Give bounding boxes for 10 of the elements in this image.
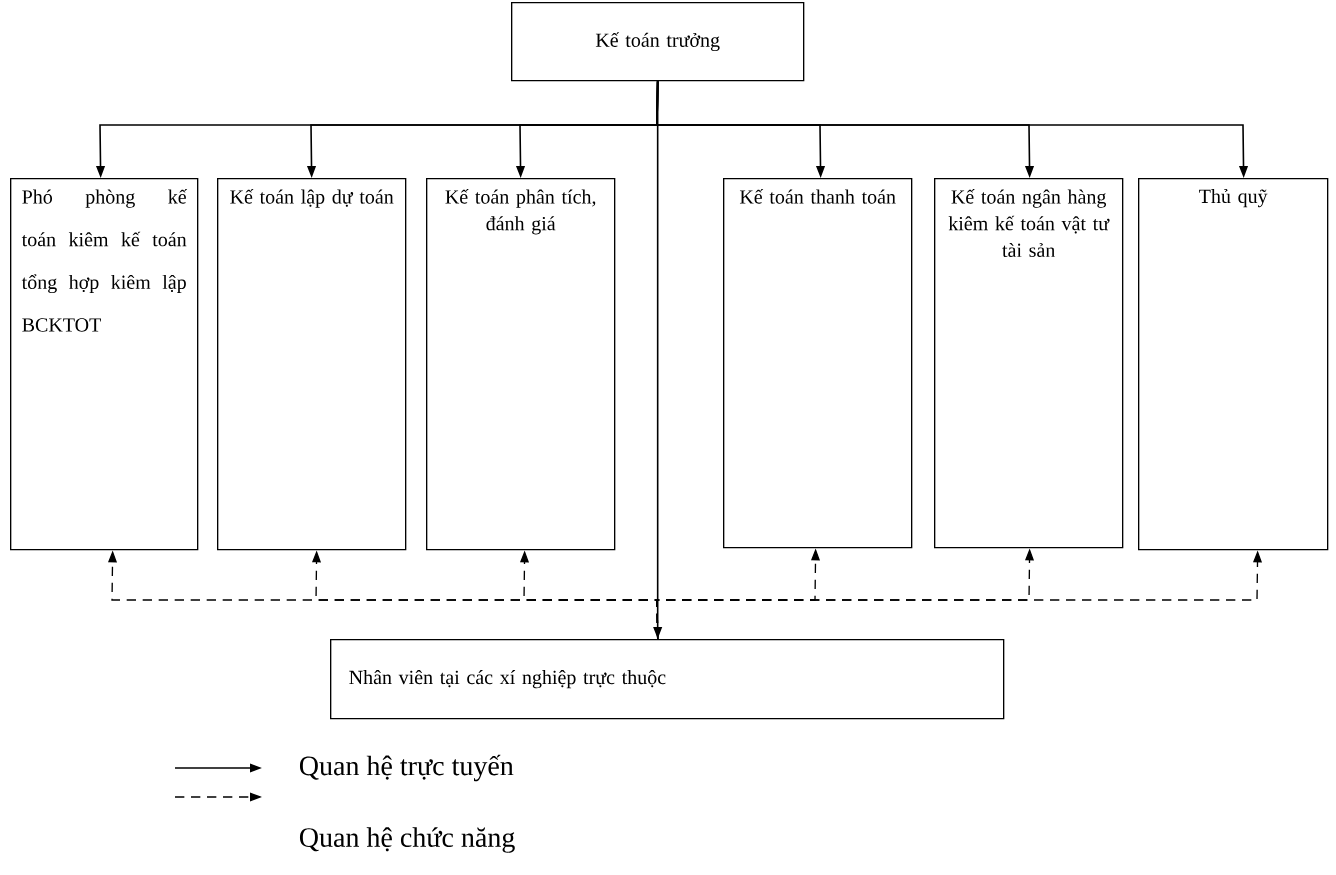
position-box: Kế toán phân tích, đánh giá bbox=[426, 178, 616, 551]
position-box: Phó phòng kế toán kiêm kế toán tổng hợp kiêm lập BCKTOT bbox=[10, 178, 199, 551]
position-box: Thủ quỹ bbox=[1138, 178, 1329, 551]
position-box: Kế toán lập dự toán bbox=[217, 178, 407, 551]
legend-label: Quan hệ chức năng bbox=[299, 827, 515, 853]
manager-box: Kế toán trưởng bbox=[511, 2, 805, 82]
legend-label: Quan hệ trực tuyến bbox=[299, 754, 514, 782]
position-box: Kế toán thanh toán bbox=[723, 178, 913, 549]
staff-box: Nhân viên tại các xí nghiệp trực thuộc bbox=[330, 639, 1005, 720]
position-box: Kế toán ngân hàng kiêm kế toán vật tư tài sản bbox=[934, 178, 1124, 549]
